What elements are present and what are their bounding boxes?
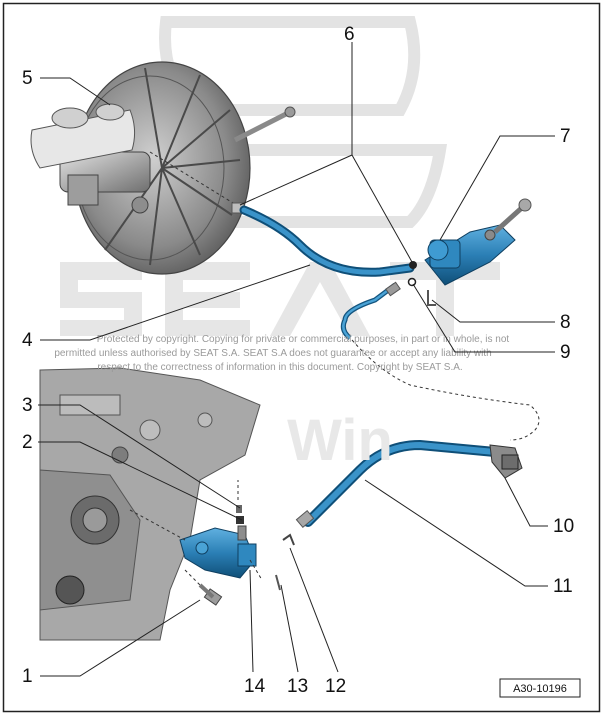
callout-4: 4 xyxy=(22,330,33,351)
callout-7: 7 xyxy=(560,126,571,147)
clutch-slave-cylinder xyxy=(179,527,257,579)
assembly-dashlines xyxy=(129,480,263,586)
pressure-pipe-upper xyxy=(340,281,401,340)
seat-watermark-letters xyxy=(60,262,500,336)
callout-12: 12 xyxy=(325,676,346,697)
callout-1: 1 xyxy=(22,666,33,687)
pipe-routing-dashline xyxy=(351,339,540,441)
callout-13: 13 xyxy=(287,676,308,697)
figure-reference-box: A30-10196 xyxy=(499,678,581,698)
retaining-clip-8 xyxy=(427,290,436,306)
callout-8: 8 xyxy=(560,312,571,333)
callout-2: 2 xyxy=(22,432,33,453)
copyright-line-3: respect to the correctness of informatio… xyxy=(97,362,462,373)
brake-booster xyxy=(30,61,296,275)
o-ring-lower xyxy=(407,277,417,287)
leader-lines xyxy=(38,42,555,677)
hose-bracket xyxy=(489,444,523,479)
copyright-notice: Protected by copyright. Copying for priv… xyxy=(54,334,509,373)
callout-14: 14 xyxy=(244,676,266,697)
figure-reference-id: A30-10196 xyxy=(513,683,567,695)
supply-hose xyxy=(231,202,415,277)
gearbox-housing xyxy=(39,367,261,641)
clutch-master-cylinder xyxy=(424,198,532,286)
mounting-bolt xyxy=(198,583,223,606)
retaining-clip-12 xyxy=(282,533,295,546)
clip-13 xyxy=(275,574,281,591)
connector-and-seal-stack xyxy=(236,505,247,541)
callout-10: 10 xyxy=(553,516,574,537)
copyright-line-1: Protected by copyright. Copying for priv… xyxy=(97,334,510,345)
callout-9: 9 xyxy=(560,342,571,363)
reservoir-port-dashline xyxy=(149,151,239,207)
callout-11: 11 xyxy=(553,576,573,597)
o-ring-upper xyxy=(409,261,417,269)
connecting-hose xyxy=(295,439,500,529)
win-watermark: Win xyxy=(287,408,393,473)
callout-labels: 5 6 7 8 9 4 3 2 1 10 11 12 13 14 xyxy=(22,24,574,697)
callout-6: 6 xyxy=(344,24,355,45)
callout-3: 3 xyxy=(22,395,33,416)
copyright-line-2: permitted unless authorised by SEAT S.A.… xyxy=(54,348,491,359)
callout-5: 5 xyxy=(22,68,33,89)
